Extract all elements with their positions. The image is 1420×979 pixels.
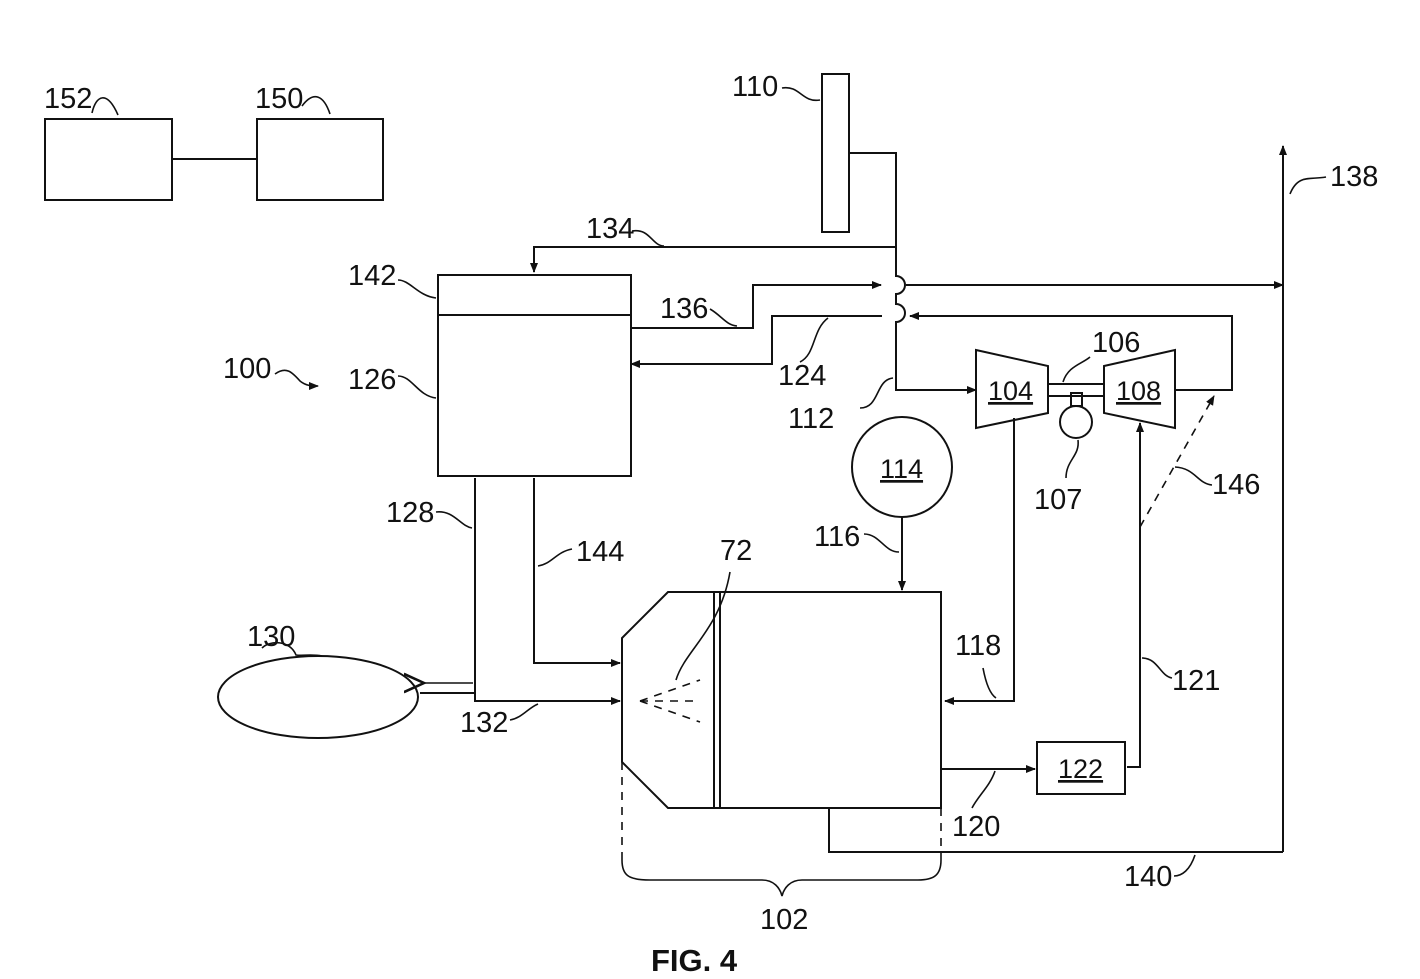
leader-120 <box>972 771 995 808</box>
leader-116 <box>864 534 899 552</box>
label-118: 118 <box>955 630 1001 662</box>
leader-138 <box>1290 177 1326 194</box>
figure-caption: FIG. 4 <box>651 943 738 978</box>
label-134: 134 <box>586 213 634 245</box>
label-132: 132 <box>460 707 508 739</box>
label-140: 140 <box>1124 861 1172 893</box>
line-134 <box>534 247 896 272</box>
label-124: 124 <box>778 360 826 392</box>
arrow-100 <box>275 370 318 386</box>
label-120: 120 <box>952 811 1000 843</box>
component-122: 122 <box>1037 742 1125 794</box>
leader-136 <box>710 309 737 326</box>
label-136: 136 <box>660 293 708 325</box>
leader-142 <box>398 280 436 298</box>
component-107: 107 <box>1034 393 1092 516</box>
leader-128 <box>436 512 472 528</box>
leader-144 <box>538 549 572 566</box>
label-146: 146 <box>1212 469 1260 501</box>
component-108: 108 <box>1104 350 1175 428</box>
component-150: 150 <box>255 83 383 200</box>
label-114: 114 <box>880 454 923 484</box>
line-146 <box>1140 396 1214 527</box>
label-121: 121 <box>1172 665 1220 697</box>
leader-112 <box>860 378 893 408</box>
line-121 <box>1127 423 1140 767</box>
label-104: 104 <box>988 376 1033 406</box>
engine-102: 102 <box>622 592 941 936</box>
label-108: 108 <box>1116 376 1161 406</box>
label-150: 150 <box>255 83 303 115</box>
label-138: 138 <box>1330 161 1378 193</box>
component-110: 110 <box>732 71 849 232</box>
leader-134 <box>632 231 664 246</box>
label-72: 72 <box>720 535 752 567</box>
component-104: 104 <box>976 350 1048 428</box>
leader-124 <box>800 318 828 362</box>
leader-121 <box>1142 658 1172 678</box>
leader-126 <box>398 376 436 398</box>
label-142: 142 <box>348 260 396 292</box>
component-152: 152 <box>44 83 172 200</box>
label-144: 144 <box>576 536 624 568</box>
line-140 <box>829 808 1283 852</box>
tank-130: 130 <box>218 621 418 738</box>
label-152: 152 <box>44 83 92 115</box>
leader-132 <box>510 704 538 720</box>
label-102: 102 <box>760 904 808 936</box>
label-122: 122 <box>1058 754 1103 784</box>
label-116: 116 <box>814 521 860 553</box>
leader-118 <box>983 668 996 698</box>
label-107: 107 <box>1034 484 1082 516</box>
component-114: 114 <box>852 417 952 517</box>
label-106: 106 <box>1092 327 1140 359</box>
line-128-132 <box>475 478 620 701</box>
leader-146 <box>1175 467 1212 485</box>
line-124-a <box>910 316 1232 390</box>
label-130: 130 <box>247 621 295 653</box>
label-112: 112 <box>788 403 834 435</box>
label-128: 128 <box>386 497 434 529</box>
injector-spray-72: 72 <box>640 535 752 722</box>
line-112 <box>849 153 976 390</box>
leader-140 <box>1174 855 1195 876</box>
line-144 <box>534 478 620 663</box>
label-100: 100 <box>223 353 271 385</box>
component-126: 142 126 <box>348 260 631 476</box>
label-126: 126 <box>348 364 396 396</box>
label-110: 110 <box>732 71 778 103</box>
